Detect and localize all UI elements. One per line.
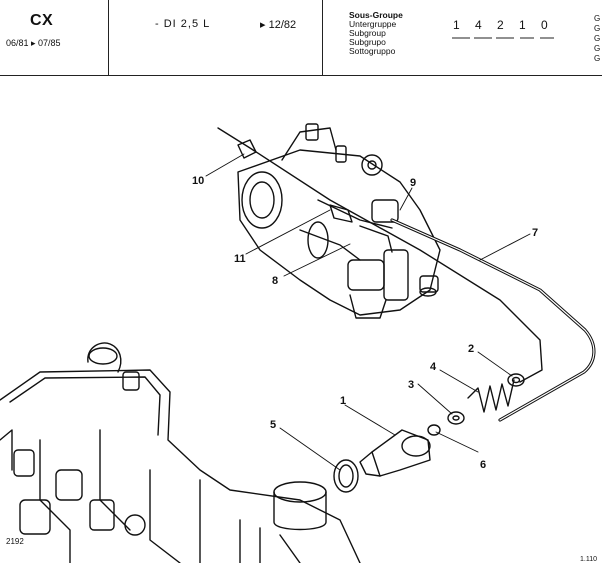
callout-10: 10 bbox=[192, 175, 204, 187]
page-reference: 1.110 bbox=[580, 556, 597, 563]
edge-letter: G bbox=[594, 44, 601, 53]
subgroup-label-it: Sottogruppo bbox=[349, 46, 396, 56]
injection-pump-drawing bbox=[237, 123, 441, 319]
edge-letter: G bbox=[594, 54, 601, 63]
callout-leaders bbox=[205, 153, 531, 471]
subgroup-label-es: Subgrupo bbox=[349, 37, 386, 47]
callout-4: 4 bbox=[430, 361, 437, 373]
subgroup-code: 1 4 2 1 0 bbox=[453, 18, 554, 32]
header-bottom-rule bbox=[0, 75, 602, 76]
header-divider-left bbox=[108, 0, 109, 75]
callout-9: 9 bbox=[410, 177, 416, 189]
callout-5: 5 bbox=[270, 419, 276, 431]
figure-reference: 2192 bbox=[6, 537, 24, 546]
callout-3: 3 bbox=[408, 379, 414, 391]
production-date-range: 06/81 ▸ 07/85 bbox=[6, 38, 61, 48]
callout-11: 11 bbox=[234, 253, 246, 265]
edge-letter: G bbox=[594, 14, 601, 23]
subgroup-label-de: Untergruppe bbox=[349, 19, 397, 29]
vehicle-model: CX bbox=[30, 12, 54, 29]
edge-letter: G bbox=[594, 24, 601, 33]
exploded-parts-diagram: 1 2 3 4 5 6 7 8 9 10 11 bbox=[0, 123, 596, 563]
applicable-from-date: ▸ 12/82 bbox=[260, 19, 297, 31]
callout-2: 2 bbox=[468, 343, 474, 355]
callout-7: 7 bbox=[532, 227, 538, 239]
edge-language-codes: G G G G G bbox=[594, 14, 602, 64]
engine-block-drawing bbox=[0, 342, 361, 563]
header-divider-right bbox=[322, 0, 323, 75]
subgroup-labels: Sous-Groupe Untergruppe Subgroup Subgrup… bbox=[349, 11, 403, 56]
callout-6: 6 bbox=[480, 459, 486, 471]
small-parts-drawing bbox=[333, 373, 525, 493]
subgroup-label-fr: Sous-Groupe bbox=[349, 10, 403, 20]
stop-cable-drawing bbox=[217, 127, 596, 422]
subgroup-code-underline bbox=[452, 37, 554, 39]
edge-letter: G bbox=[594, 34, 601, 43]
subgroup-label-en: Subgroup bbox=[349, 28, 386, 38]
callout-1: 1 bbox=[340, 395, 346, 407]
callout-8: 8 bbox=[272, 275, 278, 287]
engine-variant: - DI 2,5 L bbox=[155, 18, 211, 30]
